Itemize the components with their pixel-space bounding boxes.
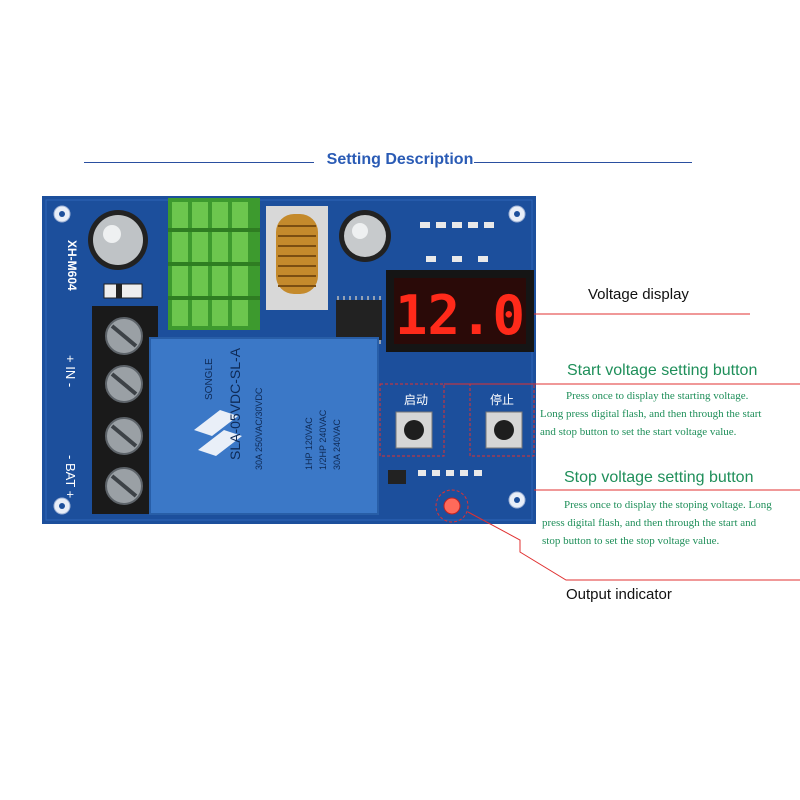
page-title: Setting Description <box>326 151 474 168</box>
relay <box>149 337 379 515</box>
diode <box>103 283 143 299</box>
stop-button-label: 停止 <box>490 392 514 407</box>
output-callout-line <box>467 511 800 581</box>
terminal-bat-label: - BAT + <box>63 455 78 498</box>
relay-rating-3: 1/2HP 240VAC <box>318 409 328 470</box>
relay-rating-4: 30A 240VAC <box>332 419 342 470</box>
ic-chip <box>336 300 382 340</box>
title-rule-left <box>84 162 314 163</box>
start-button-label: 启动 <box>404 393 428 407</box>
capacitor-right <box>339 210 391 262</box>
start-button <box>395 411 433 449</box>
relay-logo <box>194 410 242 456</box>
stop-button-description: Press once to display the stoping voltag… <box>542 499 772 547</box>
relay-rating-2: 1HP 120VAC <box>304 417 314 470</box>
terminal-in-label: + IN - <box>63 355 78 387</box>
relay-brand: SONGLE <box>204 358 215 400</box>
relay-rating-1: 30A 250VAC/30VDC <box>254 387 264 470</box>
transistor <box>388 470 406 484</box>
stop-button <box>485 411 523 449</box>
start-button-title: Start voltage setting button <box>567 362 758 379</box>
terminal-block <box>92 306 158 514</box>
board-model-label: XH-M604 <box>65 240 79 291</box>
start-button-highlight <box>379 383 445 457</box>
start-button-description: Press once to display the starting volta… <box>540 390 762 438</box>
relay-model: SLA-05VDC-SL-A <box>227 347 243 460</box>
voltage-display-label: Voltage display <box>588 286 689 303</box>
output-indicator-label: Output indicator <box>566 586 672 603</box>
capacitor-left <box>88 210 148 270</box>
heatsink <box>168 198 260 330</box>
output-led <box>443 497 461 515</box>
voltage-display <box>386 270 534 352</box>
led-highlight <box>435 489 469 523</box>
title-rule-right <box>474 162 692 163</box>
display-digits: 12.0 <box>395 284 525 347</box>
stop-button-title: Stop voltage setting button <box>564 469 754 486</box>
inductor <box>266 206 328 310</box>
